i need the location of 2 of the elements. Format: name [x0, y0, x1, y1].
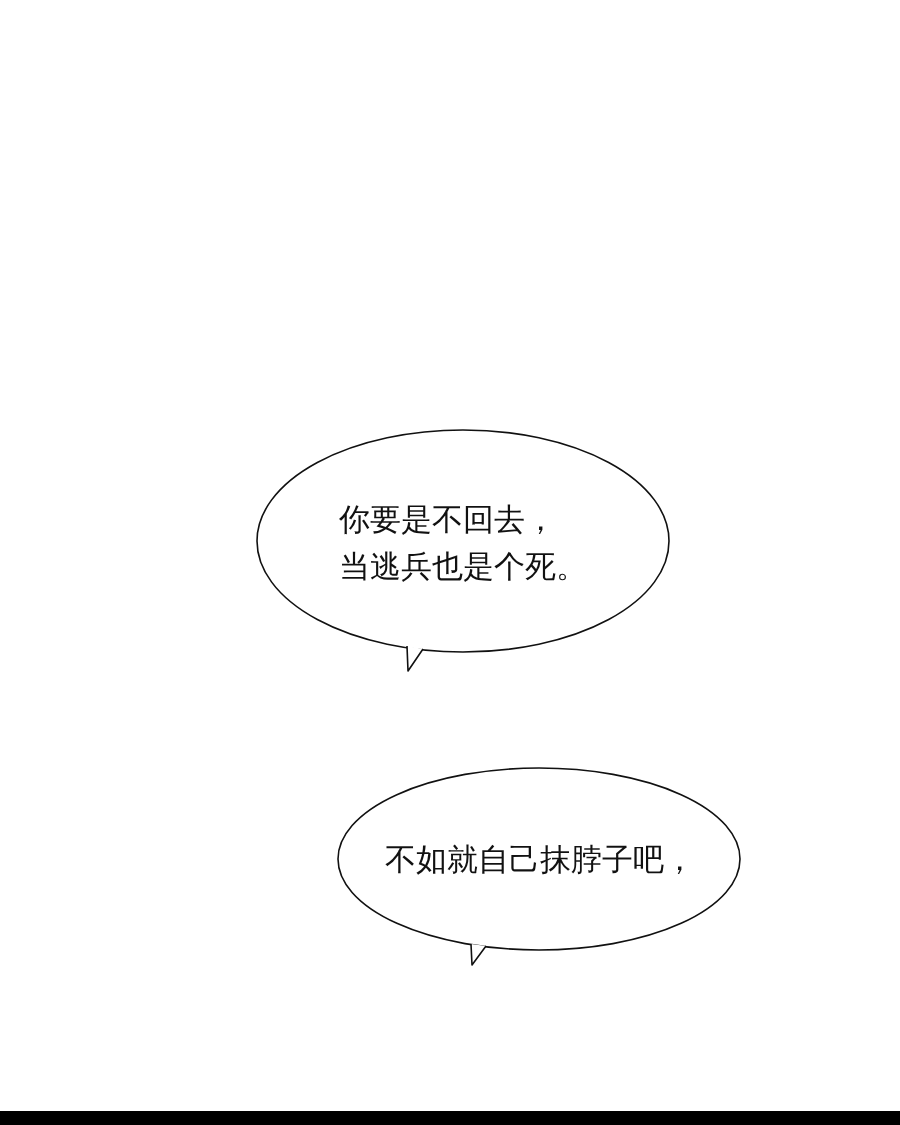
dialogue-text: 不如就自己抹脖子吧，: [385, 840, 696, 879]
dialogue-text: 你要是不回去，当逃兵也是个死。: [339, 500, 588, 586]
